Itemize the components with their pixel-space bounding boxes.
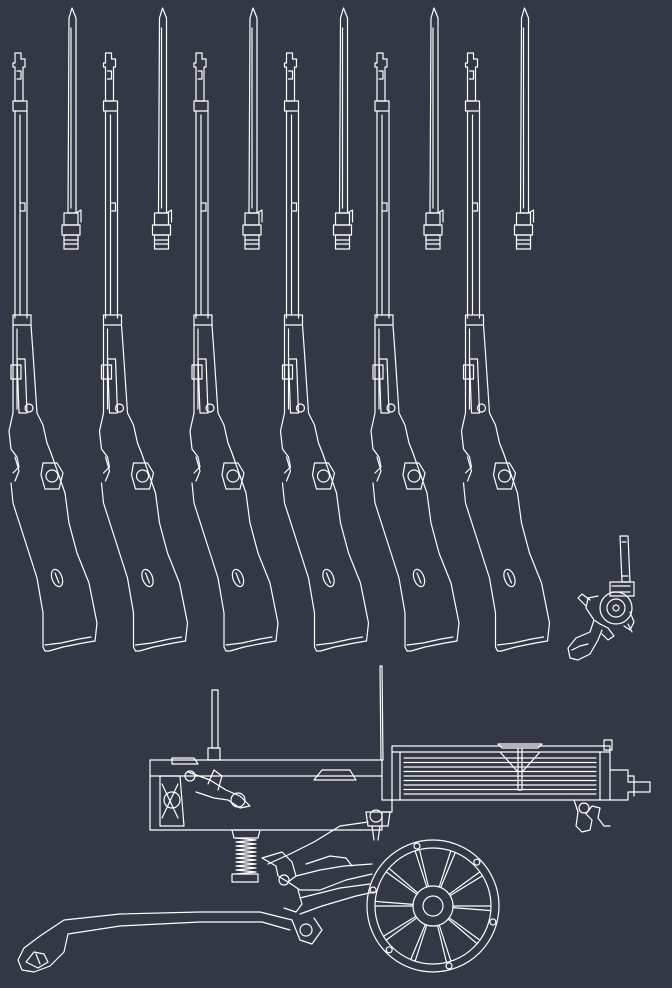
bayonet-2 [151, 7, 173, 250]
rifles-row [8, 52, 551, 652]
wheel-spokes [374, 849, 492, 963]
bayonet-1 [61, 7, 82, 250]
bayonet-5 [423, 7, 444, 250]
rifle-4 [279, 52, 370, 652]
wheel-rim-bolts [369, 842, 497, 970]
rifle-3 [189, 52, 279, 652]
rifle-5 [370, 52, 460, 652]
bayonets-row [61, 7, 535, 250]
rifle-2 [98, 52, 189, 652]
machine-gun-on-wheeled-carriage [17, 665, 651, 973]
rifle-6 [460, 52, 551, 652]
rifle-1 [8, 52, 98, 652]
carriage-wheel [366, 839, 500, 973]
bayonet-6 [513, 7, 535, 250]
water-jacket-cooling-lines [399, 751, 601, 801]
bayonet-4 [332, 7, 354, 250]
bayonet-3 [242, 7, 263, 250]
revolver [567, 535, 635, 661]
elevating-spring [235, 837, 257, 875]
